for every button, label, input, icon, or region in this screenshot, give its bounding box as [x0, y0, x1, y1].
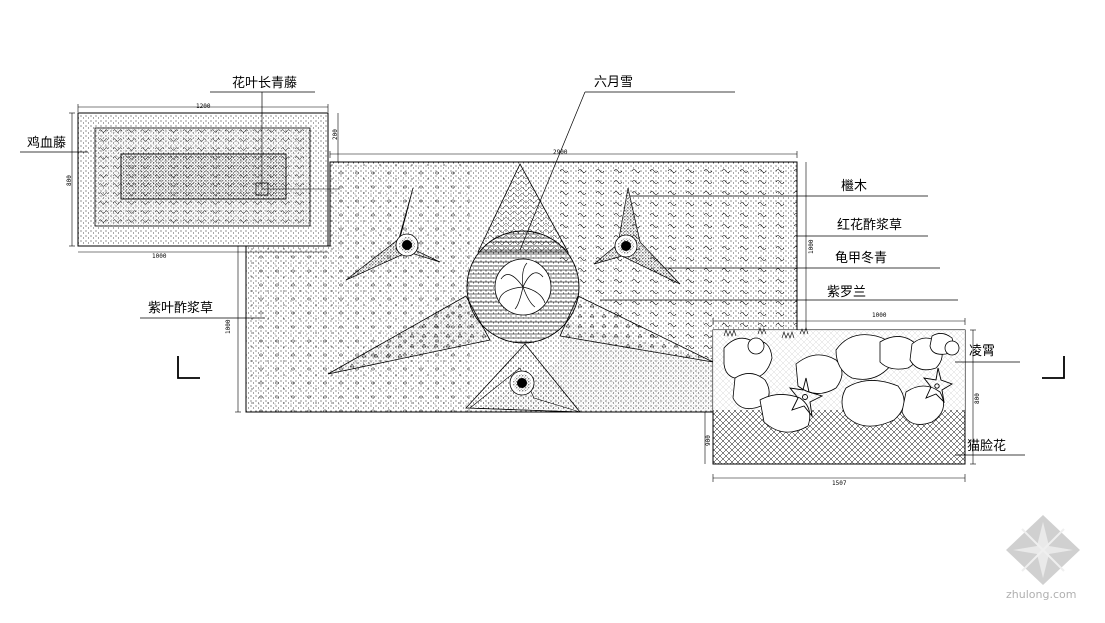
label-huaye-changqingteng: 花叶长青藤: [232, 76, 298, 91]
label-jixueteng: 鸡血藤: [27, 136, 67, 151]
dimension-lines: [69, 104, 976, 482]
watermark-logo: [1006, 515, 1080, 585]
label-ziluolan: 紫罗兰: [827, 285, 867, 300]
dim-main-left-height: 1000: [225, 319, 232, 334]
dim-right-box-left: 900: [705, 435, 712, 446]
dim-top-box-width: 1200: [196, 103, 211, 110]
corner-marks: [177, 356, 1065, 379]
dim-main-right-height: 1000: [808, 239, 815, 254]
dim-right-box-top: 1000: [872, 312, 887, 319]
shrub-circle-right: [614, 234, 638, 258]
leader-lines: [20, 91, 1025, 456]
label-liuyuexue: 六月雪: [594, 75, 634, 90]
top-left-planter: [77, 112, 340, 247]
dim-right-box-height: 800: [974, 393, 981, 404]
shrub-circle-bottom: [509, 370, 535, 396]
label-jimu: 檵木: [841, 179, 868, 194]
dim-top-box-height: 800: [66, 175, 73, 186]
watermark-text: zhulong.com: [1006, 588, 1077, 601]
dim-top-box-side: 200: [332, 129, 339, 140]
label-maolianhua: 猫脸花: [967, 439, 1007, 454]
label-lingxiao: 凌霄: [969, 344, 996, 359]
star-flower-2: [922, 367, 954, 404]
dim-top-box-bottom: 1000: [152, 253, 167, 260]
label-guijia-dongqing: 龟甲冬青: [835, 251, 888, 266]
right-rock-garden: [712, 327, 966, 465]
dim-right-box-bottom: 1507: [832, 480, 847, 487]
shrub-circle-left: [395, 233, 419, 257]
star-flower-1: [788, 377, 824, 418]
label-honghua-cujiangcao: 红花酢浆草: [837, 218, 903, 233]
dim-main-width: 2900: [553, 149, 568, 156]
central-plant-symbol: [498, 262, 546, 310]
label-ziye-cujiangcao: 紫叶酢浆草: [148, 301, 214, 316]
